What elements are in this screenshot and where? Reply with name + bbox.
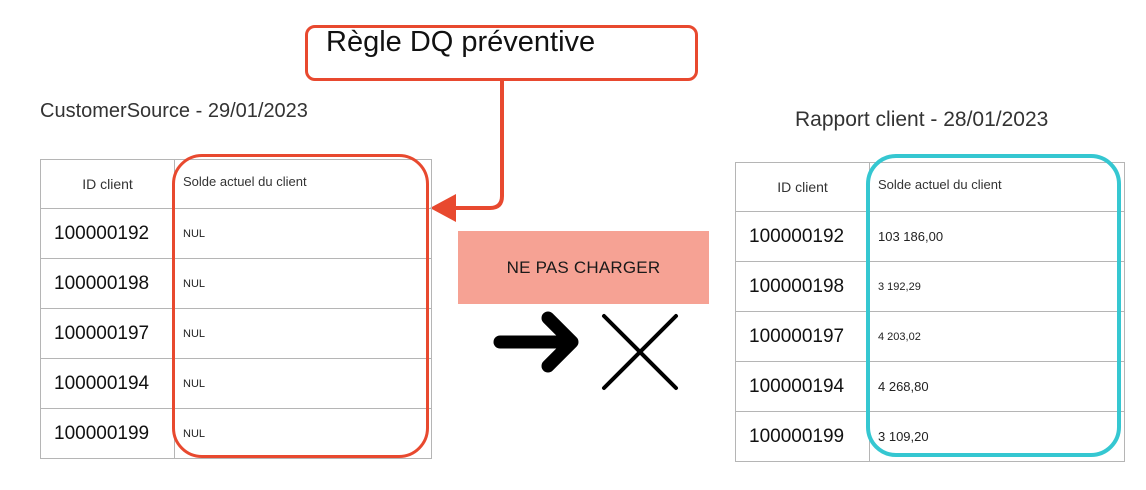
cell-id: 100000198	[40, 258, 175, 309]
do-not-load-banner: NE PAS CHARGER	[458, 231, 709, 304]
cell-balance: NUL	[174, 208, 432, 259]
rule-connector-arrowhead	[430, 194, 456, 222]
table-row: 100000198 3 192,29	[735, 261, 1125, 312]
cell-id: 100000192	[40, 208, 175, 259]
report-table: ID client Solde actuel du client 1000001…	[735, 162, 1125, 462]
table-row: 100000197 NUL	[40, 308, 432, 359]
cross-icon	[602, 314, 678, 390]
do-not-load-label: NE PAS CHARGER	[506, 257, 661, 277]
cell-id: 100000198	[735, 261, 870, 312]
source-table: ID client Solde actuel du client 1000001…	[40, 159, 432, 459]
table-row: 100000198 NUL	[40, 258, 432, 309]
cell-balance: 103 186,00	[869, 211, 1125, 262]
rule-callout-box	[305, 25, 698, 81]
table-header-row: ID client Solde actuel du client	[735, 162, 1125, 212]
right-arrow-icon	[493, 311, 579, 373]
cell-balance: NUL	[174, 358, 432, 409]
source-table-title: CustomerSource - 29/01/2023	[40, 100, 308, 122]
cell-balance: 4 203,02	[869, 311, 1125, 362]
cell-id: 100000199	[735, 411, 870, 462]
rule-title: Règle DQ préventive	[326, 26, 596, 58]
cell-id: 100000199	[40, 408, 175, 459]
cell-balance: 3 192,29	[869, 261, 1125, 312]
rule-connector-line	[452, 81, 504, 210]
table-row: 100000194 NUL	[40, 358, 432, 409]
cell-id: 100000197	[735, 311, 870, 362]
cell-balance: NUL	[174, 308, 432, 359]
source-balance-highlight	[172, 154, 429, 458]
table-row: 100000192 103 186,00	[735, 211, 1125, 262]
header-balance: Solde actuel du client	[174, 159, 432, 209]
cell-id: 100000192	[735, 211, 870, 262]
cell-id: 100000194	[40, 358, 175, 409]
report-balance-highlight	[866, 154, 1121, 457]
table-row: 100000197 4 203,02	[735, 311, 1125, 362]
cell-balance: NUL	[174, 258, 432, 309]
header-id: ID client	[735, 162, 870, 212]
cell-id: 100000194	[735, 361, 870, 412]
report-table-title: Rapport client - 28/01/2023	[795, 108, 1049, 131]
table-row: 100000192 NUL	[40, 208, 432, 259]
header-balance: Solde actuel du client	[869, 162, 1125, 212]
